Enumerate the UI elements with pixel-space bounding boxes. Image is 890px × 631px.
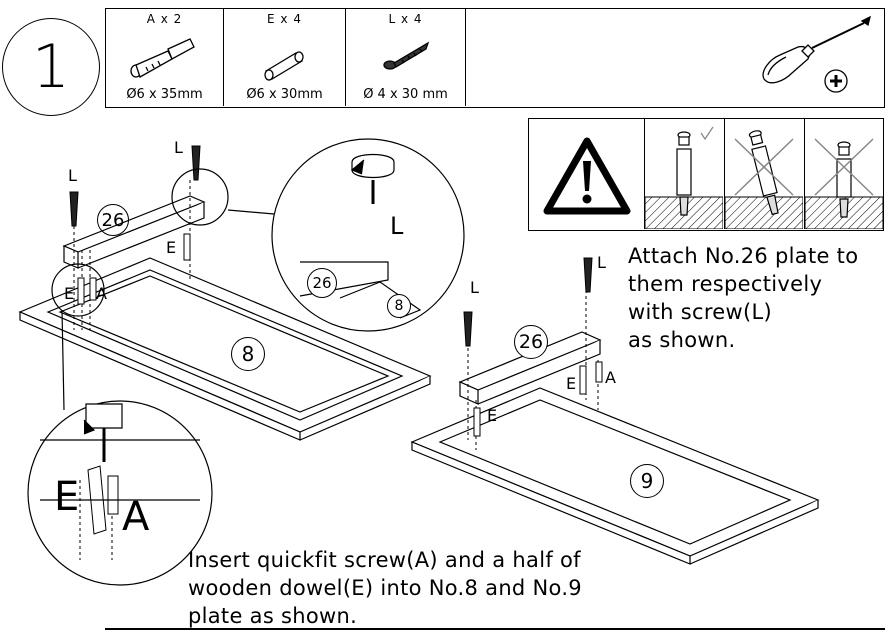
- instruction-line: Insert quickfit screw(A) and a half of: [188, 548, 581, 572]
- instruction-line: Attach No.26 plate to: [628, 244, 859, 268]
- instruction-line: them respectively: [628, 272, 823, 296]
- warning-triangle-icon: [543, 137, 631, 215]
- wrong-install-cell-1: [725, 119, 805, 229]
- quickfit-screw-icon: [130, 38, 195, 78]
- correct-install-cell: [645, 119, 725, 229]
- part-qty: A x 2: [146, 12, 183, 26]
- plate-number-badge: 26: [514, 325, 548, 359]
- screw-label: L: [68, 166, 77, 185]
- dowel-label: E: [54, 474, 80, 520]
- part-quickfit-screw: A x 2 Ø6 x 35mm: [106, 9, 224, 106]
- screw-label: L: [174, 138, 183, 157]
- correct-install-icon: [645, 126, 723, 229]
- quickfit-label: A: [122, 494, 150, 540]
- part-size: Ø6 x 30mm: [246, 87, 323, 102]
- wrong-install-icon: [805, 138, 883, 229]
- plate-number-label: 9: [640, 469, 654, 493]
- phillips-screwdriver-icon: [762, 15, 871, 93]
- dowel-label: E: [487, 406, 498, 425]
- screw-label: L: [470, 278, 479, 297]
- part-qty: L x 4: [388, 12, 423, 26]
- plate-number-badge: 26: [307, 268, 337, 298]
- plate-8-frame: [18, 257, 432, 441]
- instruction-line: plate as shown.: [188, 604, 358, 628]
- wood-screw-icon: [383, 41, 430, 70]
- plate-number-label: 26: [518, 331, 544, 353]
- part-size: Ø 4 x 30 mm: [363, 87, 448, 102]
- plate-number-badge: 8: [387, 294, 411, 318]
- part-qty: E x 4: [267, 12, 302, 26]
- plate-number-badge: 8: [231, 337, 265, 371]
- warning-panel: [528, 118, 884, 231]
- dowel-label: E: [64, 284, 75, 303]
- plate-9-frame: [410, 387, 820, 565]
- wrong-install-icon: [725, 130, 803, 229]
- plate-number-badge: 9: [630, 464, 664, 498]
- attach-instruction: Attach No.26 plate to them respectively …: [628, 242, 858, 354]
- plate-number-badge: 26: [97, 204, 129, 236]
- plate-26-left: [62, 195, 206, 269]
- warning-cell: [529, 119, 645, 229]
- instruction-line: as shown.: [628, 328, 736, 352]
- quickfit-label: A: [605, 368, 616, 387]
- part-size: Ø6 x 35mm: [126, 87, 203, 102]
- plate-number-label: 26: [101, 209, 125, 231]
- step-number-label: 1: [31, 32, 71, 102]
- part-wood-screw: L x 4 Ø 4 x 30 mm: [346, 9, 466, 106]
- dowel-label: E: [166, 238, 177, 257]
- wooden-dowel-icon: [264, 51, 304, 81]
- instruction-line: with screw(L): [628, 300, 772, 324]
- dowel-label: E: [566, 374, 577, 393]
- insert-instruction: Insert quickfit screw(A) and a half of w…: [188, 546, 582, 630]
- plate-number-label: 26: [312, 274, 332, 292]
- plate-number-label: 8: [241, 342, 255, 366]
- screw-label: L: [390, 212, 404, 240]
- screw-label: L: [597, 253, 606, 272]
- parts-list: A x 2 Ø6 x 35mm E x 4 Ø6 x 30mm L x 4: [105, 8, 885, 108]
- bottom-rule: [105, 628, 885, 630]
- wrong-install-cell-2: [805, 119, 883, 229]
- instruction-line: wooden dowel(E) into No.8 and No.9: [188, 576, 582, 600]
- step-number: 1: [2, 18, 100, 116]
- part-wooden-dowel: E x 4 Ø6 x 30mm: [224, 9, 346, 106]
- plate-number-label: 8: [394, 298, 404, 314]
- quickfit-label: A: [96, 284, 107, 303]
